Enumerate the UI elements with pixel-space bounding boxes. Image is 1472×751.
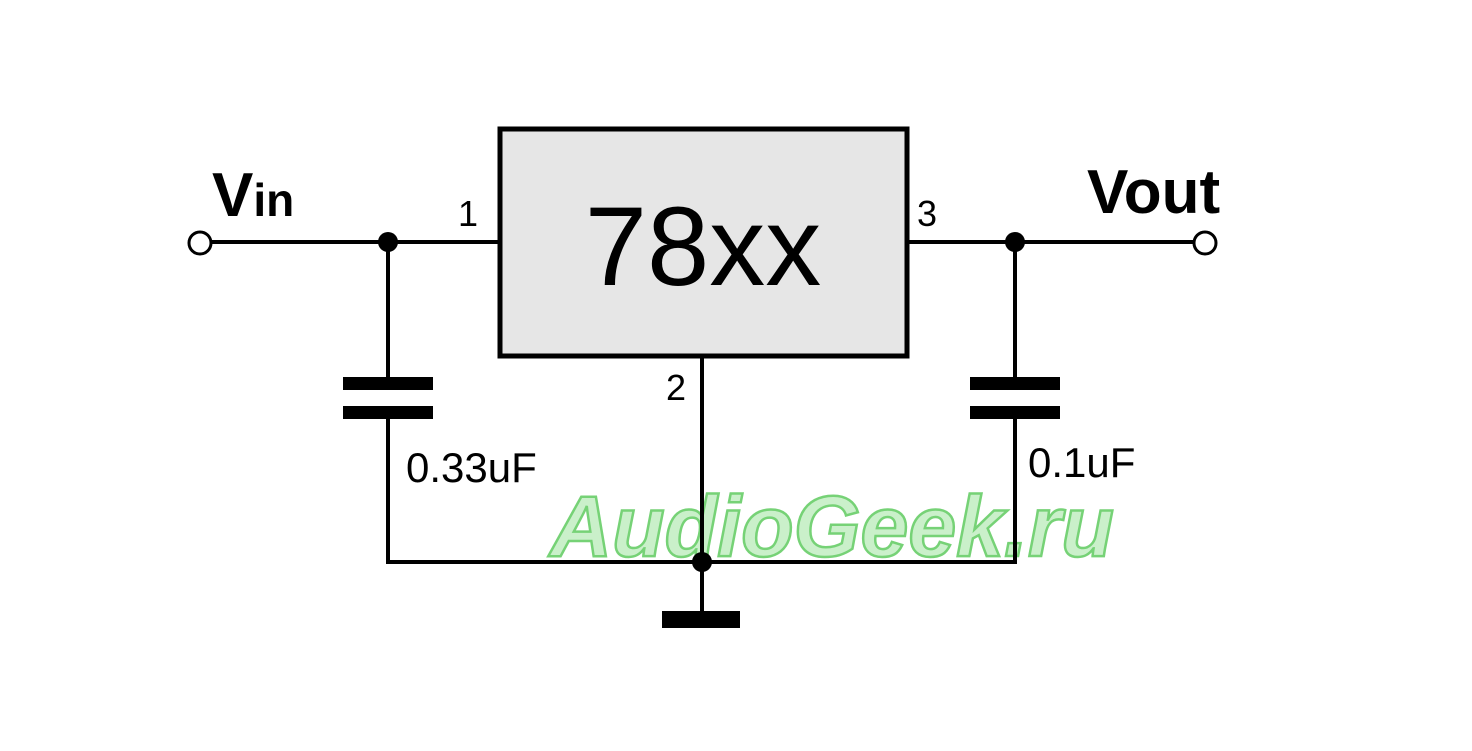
ground-symbol [662, 611, 740, 628]
pin-1-label: 1 [458, 193, 478, 234]
regulator-body [497, 126, 910, 359]
input-cap-value: 0.33uF [406, 444, 537, 491]
ground-junction [692, 552, 712, 572]
input-cap-plate-bottom [343, 406, 433, 419]
pin-3-label: 3 [917, 193, 937, 234]
input-label-sub: in [253, 174, 294, 226]
input-label-main: V [212, 161, 253, 230]
input-label: Vin [212, 161, 294, 230]
output-cap-plate-top [970, 377, 1060, 390]
pin-2-label: 2 [666, 367, 686, 408]
watermark: AudioGeek.ru [548, 479, 1114, 575]
input-terminal [187, 230, 213, 256]
input-cap-plate-top [343, 377, 433, 390]
output-label: Vout [1087, 158, 1220, 227]
output-cap-value: 0.1uF [1028, 439, 1135, 486]
output-terminal [1192, 230, 1218, 256]
output-junction [1005, 232, 1025, 252]
output-cap-plate-bottom [970, 406, 1060, 419]
input-junction [378, 232, 398, 252]
regulator-label: 78xx [585, 184, 822, 309]
